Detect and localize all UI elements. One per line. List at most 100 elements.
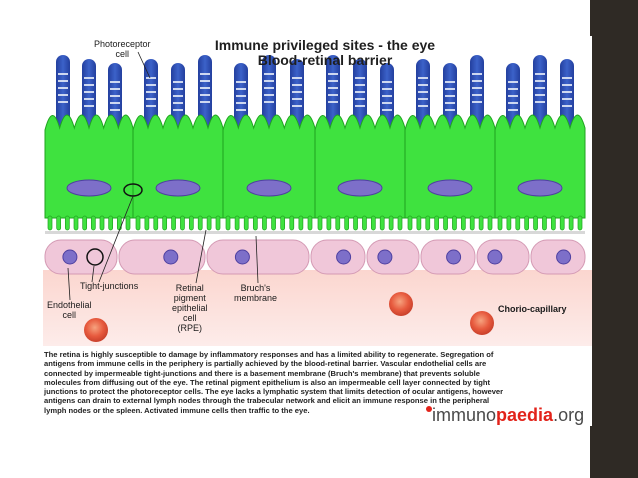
photoreceptor-disc (418, 77, 428, 79)
photoreceptor-disc (355, 77, 365, 79)
photoreceptor-disc (264, 87, 274, 89)
rpe-nucleus (246, 179, 292, 197)
photoreceptor-disc (173, 102, 183, 104)
endothelial-cell (44, 239, 118, 275)
rpe-microvillus (280, 215, 286, 231)
photoreceptor-disc (535, 94, 545, 96)
photoreceptor-disc (562, 91, 572, 93)
tight-junction-marker (86, 248, 104, 266)
rpe-microvillus (225, 215, 231, 231)
photoreceptor-disc (58, 80, 68, 82)
photoreceptor-disc (472, 73, 482, 75)
photoreceptor-disc (382, 102, 392, 104)
rpe-nucleus (155, 179, 201, 197)
rpe-microvillus (82, 215, 88, 231)
label-tight-junctions: Tight-junctions (80, 281, 139, 291)
caption-text: The retina is highly susceptible to dama… (44, 350, 504, 415)
rpe-microvillus (125, 215, 131, 231)
photoreceptor-disc (355, 84, 365, 86)
rpe-nucleus (517, 179, 563, 197)
endothelial-cell (206, 239, 310, 275)
rpe-microvillus (542, 215, 547, 231)
photoreceptor-disc (236, 95, 246, 97)
photoreceptor-disc (418, 105, 428, 107)
photoreceptor-disc (58, 87, 68, 89)
rpe-microvillus (271, 215, 276, 231)
endothelial-nucleus (377, 249, 393, 265)
rpe-microvillus (197, 215, 203, 231)
endothelial-cell (118, 239, 206, 275)
photoreceptor-disc (445, 95, 455, 97)
rpe-microvillus (469, 215, 475, 231)
rpe-microvillus (144, 215, 150, 231)
label-pointer-line (195, 229, 207, 284)
rpe-microvillus (362, 215, 367, 231)
photoreceptor-disc (173, 109, 183, 111)
photoreceptor-disc (264, 73, 274, 75)
rpe-microvillus (47, 215, 53, 231)
photoreceptor-disc (264, 94, 274, 96)
rpe-microvillus (234, 215, 240, 231)
dark-side-bar (590, 0, 638, 478)
photoreceptor-disc (236, 109, 246, 111)
rpe-microvillus (524, 215, 530, 231)
photoreceptor-disc (200, 94, 210, 96)
rpe-microvillus (262, 215, 267, 231)
rpe-microvillus (478, 215, 484, 231)
photoreceptor-disc (382, 95, 392, 97)
rpe-microvillus (317, 215, 323, 231)
rpe-microvillus (326, 215, 332, 231)
rpe-microvillus (108, 215, 114, 231)
title-line-1: Immune privileged sites - the eye (214, 37, 436, 53)
red-blood-cell (389, 292, 413, 316)
rpe-microvillus (460, 215, 466, 231)
photoreceptor-disc (535, 73, 545, 75)
photoreceptor-disc (292, 105, 302, 107)
photoreceptor-disc (58, 94, 68, 96)
rpe-microvillus (171, 215, 176, 231)
photoreceptor-disc (146, 84, 156, 86)
rpe-microvillus (243, 215, 249, 231)
photoreceptor-disc (328, 87, 338, 89)
rpe-microvillus (370, 215, 376, 231)
rpe-nucleus (337, 179, 383, 197)
rpe-microvillus (515, 215, 521, 231)
photoreceptor-disc (236, 102, 246, 104)
rpe-cell-body (404, 114, 496, 219)
endothelial-nucleus (62, 249, 78, 265)
red-blood-cell (470, 311, 494, 335)
rpe-microvillus (56, 215, 62, 231)
photoreceptor-disc (472, 94, 482, 96)
endothelial-nucleus (556, 249, 572, 265)
rpe-microvillus (407, 215, 413, 231)
photoreceptor-disc (472, 87, 482, 89)
label-bruchs-membrane: Bruch's membrane (234, 283, 278, 303)
photoreceptor-disc (292, 77, 302, 79)
label-pointer-line (98, 195, 134, 283)
rpe-cell-body (222, 114, 316, 219)
photoreceptor-disc (382, 81, 392, 83)
label-endothelial-cell: Endothelial cell (47, 300, 92, 320)
rpe-nucleus (66, 179, 112, 197)
rpe-microvillus (506, 215, 512, 231)
rpe-microvillus (135, 215, 141, 231)
photoreceptor-disc (508, 81, 518, 83)
endothelial-nucleus (163, 249, 179, 265)
photoreceptor-disc (418, 84, 428, 86)
photoreceptor-disc (264, 101, 274, 103)
rpe-microvillus (153, 215, 159, 231)
photoreceptor-disc (472, 101, 482, 103)
red-blood-cell (84, 318, 108, 342)
photoreceptor-disc (535, 101, 545, 103)
photoreceptor-disc (236, 88, 246, 90)
rpe-microvillus (73, 215, 79, 231)
title-line-2: Blood-retinal barrier (257, 52, 393, 68)
rpe-cell-body (494, 114, 586, 219)
photoreceptor-disc (382, 88, 392, 90)
label-photoreceptor-cell: Photoreceptor cell (94, 39, 151, 59)
rpe-microvillus (344, 215, 350, 231)
rpe-microvillus (443, 215, 448, 231)
photoreceptor-disc (418, 91, 428, 93)
photoreceptor-disc (292, 91, 302, 93)
